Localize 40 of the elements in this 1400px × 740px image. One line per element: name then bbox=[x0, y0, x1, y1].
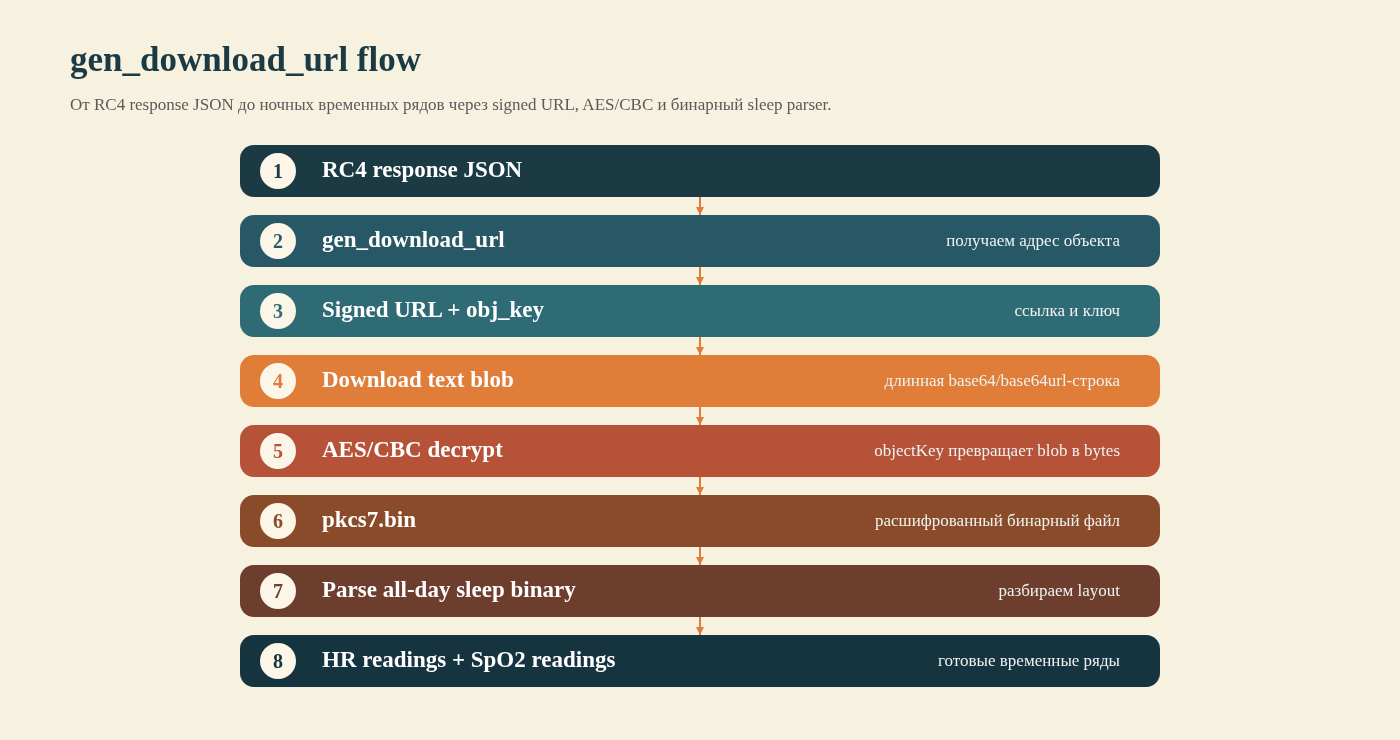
step-note: готовые временные ряды bbox=[938, 651, 1120, 671]
step-number: 6 bbox=[260, 503, 296, 539]
step-title: Signed URL + obj_key bbox=[322, 297, 545, 323]
step-title: HR readings + SpO2 readings bbox=[322, 647, 616, 673]
step-title: RC4 response JSON bbox=[322, 157, 523, 183]
arrow bbox=[696, 476, 704, 496]
step-note: длинная base64/base64url-строка bbox=[884, 371, 1120, 391]
step-bar bbox=[240, 145, 1160, 197]
step-bar bbox=[240, 495, 1160, 547]
arrow bbox=[696, 266, 704, 286]
arrow bbox=[696, 196, 704, 216]
step-number: 4 bbox=[260, 363, 296, 399]
step-number: 3 bbox=[260, 293, 296, 329]
step-number: 7 bbox=[260, 573, 296, 609]
step-number: 2 bbox=[260, 223, 296, 259]
step-note: ссылка и ключ bbox=[1014, 301, 1120, 321]
step-note: objectKey превращает blob в bytes bbox=[874, 441, 1120, 461]
step-title: gen_download_url bbox=[322, 227, 505, 253]
diagram-caption: От RC4 response JSON до ночных временных рядов через signed URL, AES/CBC и бинарный sleep parser. bbox=[70, 95, 832, 115]
arrow bbox=[696, 336, 704, 356]
step-bar bbox=[240, 565, 1160, 617]
step-bar bbox=[240, 215, 1160, 267]
step-note: расшифрованный бинарный файл bbox=[875, 511, 1120, 531]
arrow bbox=[696, 546, 704, 566]
diagram-title: gen_download_url flow bbox=[70, 40, 422, 80]
step-number: 5 bbox=[260, 433, 296, 469]
step-number: 8 bbox=[260, 643, 296, 679]
step-title: pkcs7.bin bbox=[322, 507, 416, 533]
step-note: получаем адрес объекта bbox=[946, 231, 1120, 251]
step-number: 1 bbox=[260, 153, 296, 189]
step-bar bbox=[240, 355, 1160, 407]
step-title: Download text blob bbox=[322, 367, 514, 393]
arrow bbox=[696, 406, 704, 426]
step-title: AES/CBC decrypt bbox=[322, 437, 503, 463]
step-bar bbox=[240, 425, 1160, 477]
arrow bbox=[696, 616, 704, 636]
step-title: Parse all-day sleep binary bbox=[322, 577, 576, 603]
step-bar bbox=[240, 635, 1160, 687]
step-bar bbox=[240, 285, 1160, 337]
step-note: разбираем layout bbox=[998, 581, 1120, 601]
